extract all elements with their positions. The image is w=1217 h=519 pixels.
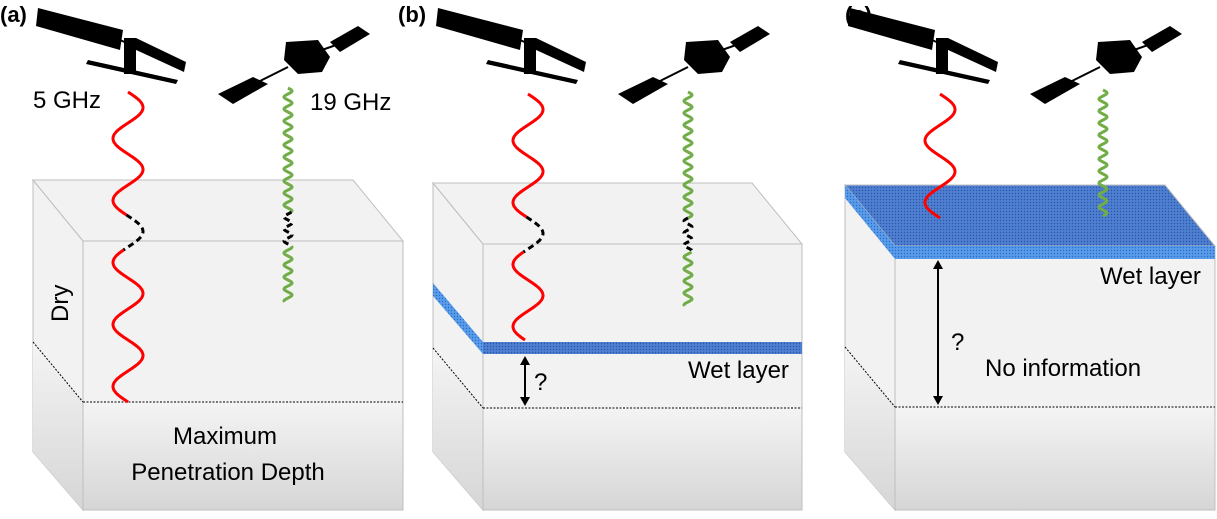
box-front-bottom (483, 408, 802, 510)
depth-label-line2: Penetration Depth (131, 459, 324, 486)
signal-segment (1097, 88, 1109, 218)
depth-label-line1: Maximum (173, 423, 277, 450)
signal-segment (282, 86, 294, 213)
wet-layer-label: Wet layer (688, 357, 789, 384)
wet-layer (483, 342, 802, 354)
wet-layer-label: Wet layer (1100, 263, 1201, 290)
attenuated-signal-segment (522, 215, 545, 254)
box-side-bottom (845, 347, 895, 510)
wet-layer-front (895, 246, 1215, 259)
wet-layer-side (433, 283, 483, 354)
box-top (431, 182, 804, 245)
box-front-bottom (83, 402, 403, 510)
wet-layer-side (845, 185, 895, 259)
microwave-signal (282, 86, 294, 303)
panel-label: (c) (845, 2, 872, 27)
signal-segment (923, 92, 957, 220)
microwave-signal (111, 90, 145, 404)
unknown-depth-arrow (520, 356, 530, 406)
dry-label: Dry (47, 285, 74, 322)
low-frequency-label: 5 GHz (33, 87, 101, 114)
signal-segment (682, 90, 694, 220)
question-mark: ? (534, 369, 547, 396)
panel-label: (b) (398, 2, 426, 27)
wet-layer-top (843, 184, 1217, 247)
box-side-bottom (433, 348, 483, 510)
microwave-signal (923, 92, 957, 220)
signal-segment (282, 245, 294, 303)
satellite-icon (35, 7, 187, 85)
signal-segment (511, 92, 545, 219)
attenuated-signal-segment (122, 213, 145, 252)
question-mark: ? (951, 329, 964, 356)
unknown-depth-arrow (933, 260, 943, 405)
signal-segment (682, 250, 694, 307)
panel-c: ? (c) Wet layer No information (843, 2, 1217, 512)
panel-b: ? (b) Wet layer (398, 2, 804, 512)
signal-segment (511, 250, 545, 342)
panel-label: (a) (0, 2, 27, 27)
microwave-signal (1097, 88, 1109, 218)
no-information-label: No information (985, 355, 1141, 382)
satellite-icon (617, 25, 771, 105)
box-front-bottom (895, 407, 1215, 510)
signal-segment (111, 248, 145, 404)
max-depth-line-side (32, 341, 84, 403)
microwave-signal (682, 90, 694, 307)
box-top (31, 179, 405, 242)
high-frequency-label: 19 GHz (310, 89, 391, 116)
signal-segment (111, 90, 145, 217)
box-side-bottom (33, 342, 83, 510)
max-depth-line-side (844, 346, 896, 408)
microwave-signal (511, 92, 545, 342)
max-depth-line-side (432, 347, 484, 409)
satellite-icon (435, 7, 587, 85)
panel-a: (a) 5 GHz 19 GHz Dry Maximum Penetration… (0, 2, 405, 512)
